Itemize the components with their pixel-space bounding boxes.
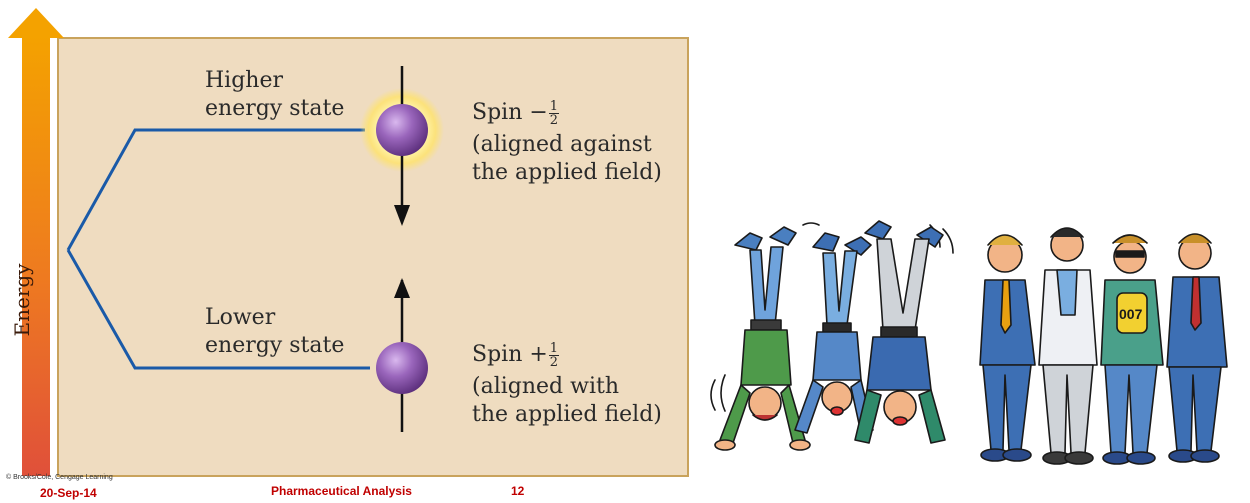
copyright-credit: © Brooks/Cole, Cengage Learning — [6, 474, 113, 481]
energy-axis-label: Energy — [10, 264, 34, 337]
lower-spin-frac-den: 2 — [549, 356, 559, 369]
standing-person-3: 007 — [1101, 235, 1163, 464]
standing-person-2 — [1039, 228, 1097, 464]
upper-spin-prefix: Spin − — [472, 100, 548, 125]
lower-spin-frac-num: 1 — [549, 342, 559, 356]
upper-nucleus-sphere — [376, 104, 428, 156]
upper-spin-frac-den: 2 — [549, 114, 559, 127]
standing-person-1 — [980, 235, 1035, 461]
handstand-person-1 — [715, 227, 810, 450]
energy-axis-arrow — [8, 8, 64, 476]
svg-text:007: 007 — [1119, 306, 1143, 322]
handstand-person-3 — [855, 221, 945, 443]
lower-state-label-line2: energy state — [205, 331, 344, 361]
upper-spin-desc-line2: the applied field) — [472, 158, 662, 188]
lower-spin-desc-line2: the applied field) — [472, 400, 662, 430]
higher-state-label-line2: energy state — [205, 94, 344, 124]
slide-course-title: Pharmaceutical Analysis — [271, 484, 412, 498]
lower-nucleus-sphere — [376, 342, 428, 394]
handstand-vs-standing-people-cartoon: 007 — [705, 215, 1245, 485]
slide-date: 20-Sep-14 — [40, 486, 97, 500]
handstand-person-2 — [795, 233, 873, 433]
upper-spin-frac-num: 1 — [549, 100, 559, 114]
lower-spin-prefix: Spin + — [472, 342, 548, 367]
slide-page-number: 12 — [511, 484, 524, 498]
lower-spin-desc-line1: (aligned with — [472, 372, 619, 402]
upper-spin-desc-line1: (aligned against — [472, 130, 652, 160]
higher-state-label-line1: Higher — [205, 66, 283, 96]
standing-person-4 — [1167, 234, 1227, 462]
lower-state-label-line1: Lower — [205, 303, 275, 333]
